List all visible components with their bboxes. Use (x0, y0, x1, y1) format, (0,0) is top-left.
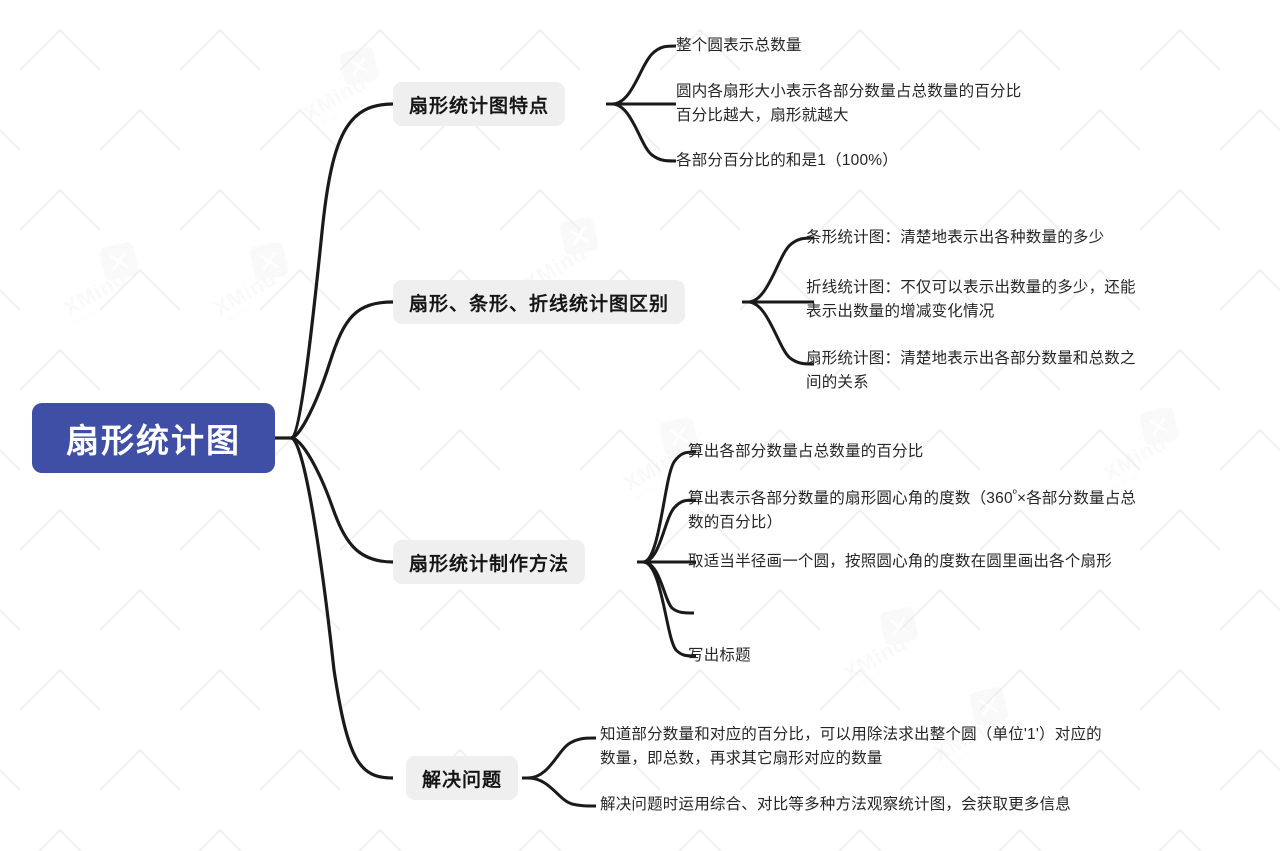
leaf-node-3-1[interactable]: 算出各部分数量占总数量的百分比 (688, 443, 924, 460)
leaf-3-2-part1: 算出表示各部分数量的扇形圆心角的度数（360 (688, 490, 1013, 507)
xmind-watermark-subtext: XMIND (632, 478, 664, 502)
branch-node-1-label: 扇形统计图特点 (409, 95, 550, 117)
branch-node-4-label: 解决问题 (422, 769, 503, 791)
xmind-logo-icon (558, 216, 600, 257)
leaf-node-3-5[interactable]: 写出标题 (688, 647, 751, 664)
xmind-logo-icon (968, 686, 1010, 727)
conn-b4-l1 (527, 736, 597, 780)
conn-root-b1 (289, 102, 394, 440)
root-node-label: 扇形统计图 (66, 422, 241, 459)
xmind-watermark-text: XMind (59, 265, 131, 322)
xmind-logo-icon (1138, 406, 1180, 447)
conn-b3-l4 (642, 560, 695, 615)
leaf-node-3-2[interactable]: 算出表示各部分数量的扇形圆心角的度数（360º×各部分数量占总 数的百分比） (688, 487, 1136, 535)
leaf-node-1-1[interactable]: 整个圆表示总数量 (676, 37, 802, 54)
leaf-node-4-1[interactable]: 知道部分数量和对应的百分比，可以用除法求出整个圆（单位'1'）对应的 数量，即总… (600, 726, 1102, 767)
xmind-watermark-subtext: XMIND (222, 303, 254, 327)
xmind-watermark-text: XMind (1099, 430, 1171, 487)
branch-node-3-label: 扇形统计制作方法 (409, 553, 570, 575)
xmind-watermark-text: XMind (209, 265, 281, 322)
leaf-node-2-2[interactable]: 折线统计图：不仅可以表示出数量的多少，还能 表示出数量的增减变化情况 (806, 279, 1136, 320)
xmind-watermark-text: XMind (619, 440, 691, 497)
conn-b1-l1 (611, 44, 677, 106)
conn-b2-l3 (747, 300, 815, 366)
conn-b2-l1 (747, 236, 815, 304)
xmind-logo-icon (338, 46, 380, 87)
branch-node-4[interactable]: 解决问题 (406, 756, 519, 800)
conn-root-b4 (290, 436, 394, 780)
leaf-node-2-1[interactable]: 条形统计图：清楚地表示出各种数量的多少 (806, 229, 1105, 246)
xmind-logo-icon (248, 241, 290, 282)
branch-node-3[interactable]: 扇形统计制作方法 (393, 540, 586, 584)
leaf-node-3-4[interactable] (688, 602, 702, 618)
conn-root-b2 (290, 300, 394, 440)
xmind-logo-icon (878, 606, 920, 647)
leaf-node-3-3[interactable]: 取适当半径画一个圆，按照圆心角的度数在圆里画出各个扇形 (688, 553, 1112, 570)
xmind-logo-icon (98, 241, 140, 282)
conn-root-b3 (290, 436, 394, 564)
branch-node-1[interactable]: 扇形统计图特点 (393, 82, 566, 126)
xmind-watermark-subtext: XMIND (312, 108, 344, 132)
xmind-watermark-text: XMind (299, 70, 371, 127)
conn-b1-l3 (611, 102, 677, 163)
branch-node-2-label: 扇形、条形、折线统计图区别 (409, 293, 670, 315)
leaf-node-1-3[interactable]: 各部分百分比的和是1（100%） (676, 152, 898, 169)
xmind-watermark-text: XMind (839, 630, 911, 687)
leaf-node-2-3[interactable]: 扇形统计图：清楚地表示出各部分数量和总数之 间的关系 (806, 350, 1136, 391)
xmind-watermark-subtext: XMIND (852, 668, 884, 692)
conn-b4-l2 (527, 776, 597, 808)
branch-node-2[interactable]: 扇形、条形、折线统计图区别 (393, 280, 686, 324)
root-node[interactable]: 扇形统计图 (32, 403, 275, 473)
xmind-watermark-subtext: XMIND (72, 303, 104, 327)
leaf-node-4-2[interactable]: 解决问题时运用综合、对比等多种方法观察统计图，会获取更多信息 (600, 796, 1072, 813)
leaf-node-1-2[interactable]: 圆内各扇形大小表示各部分数量占总数量的百分比 百分比越大，扇形就越大 (676, 83, 1022, 124)
